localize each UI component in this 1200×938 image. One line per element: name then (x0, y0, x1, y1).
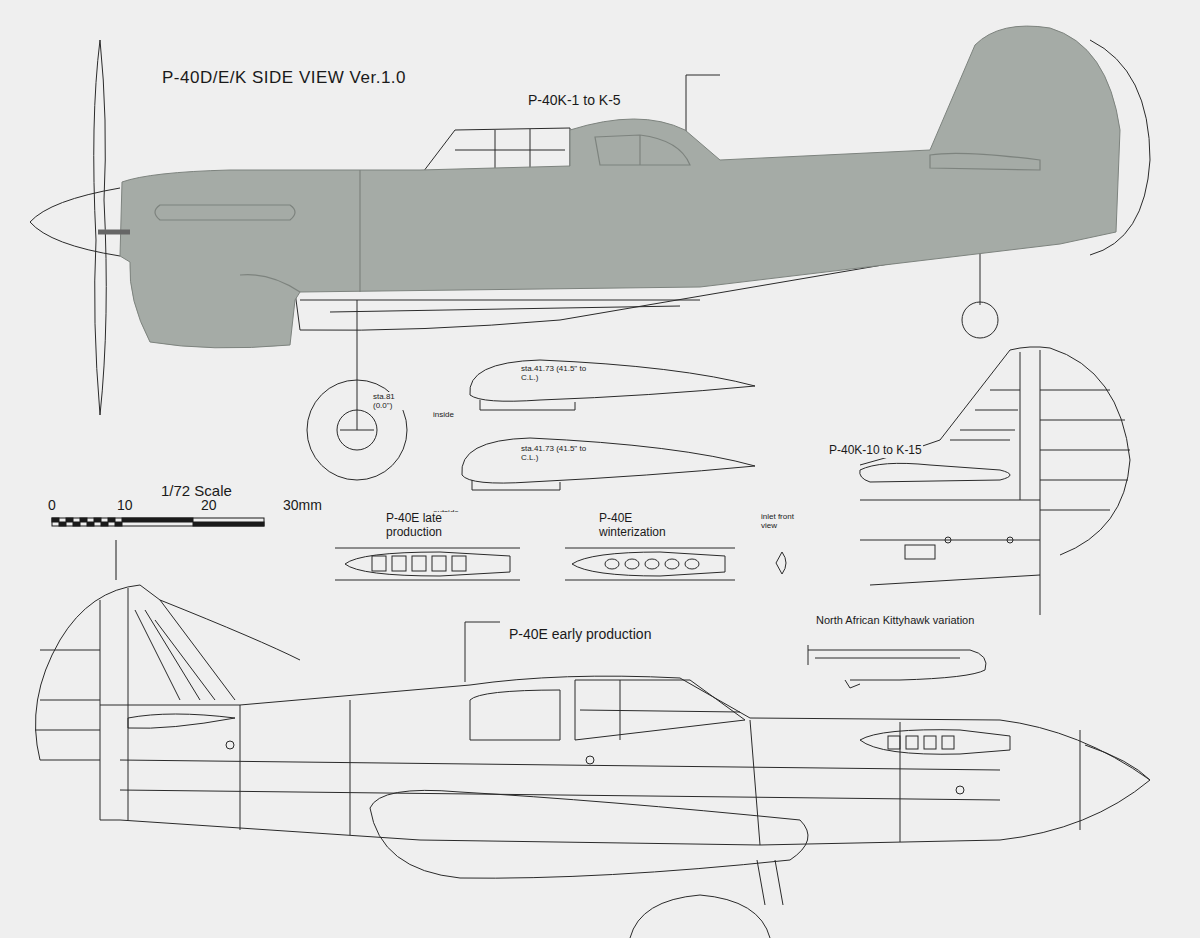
view-title: P-40E late production (385, 512, 487, 540)
view-title: P-40K-10 to K-15 (828, 444, 923, 458)
scale-title: 1/72 Scale (160, 482, 233, 499)
kit-fuselage (120, 26, 1120, 348)
view-title: P-40E winterization (598, 512, 690, 540)
view-title: P-40E early production (508, 626, 652, 642)
station-note: sta.81 (0.0") (372, 392, 406, 410)
station-note: sta.41.73 (41.5" to C.L.) (520, 364, 588, 382)
station-note: sta.41.73 (41.5" to C.L.) (520, 444, 588, 462)
view-title: North African Kittyhawk variation (815, 614, 992, 627)
scale-number: 20 (200, 497, 218, 513)
scale-number: 0 (47, 497, 57, 513)
sheet-title: P-40D/E/K SIDE VIEW Ver.1.0 (160, 68, 408, 88)
view-note: inlet front view (760, 512, 802, 530)
view-title: P-40K-1 to K-5 (527, 92, 622, 108)
scale-number: 10 (116, 497, 134, 513)
scale-number: 30mm (282, 497, 323, 513)
section-note: inside (432, 410, 455, 419)
